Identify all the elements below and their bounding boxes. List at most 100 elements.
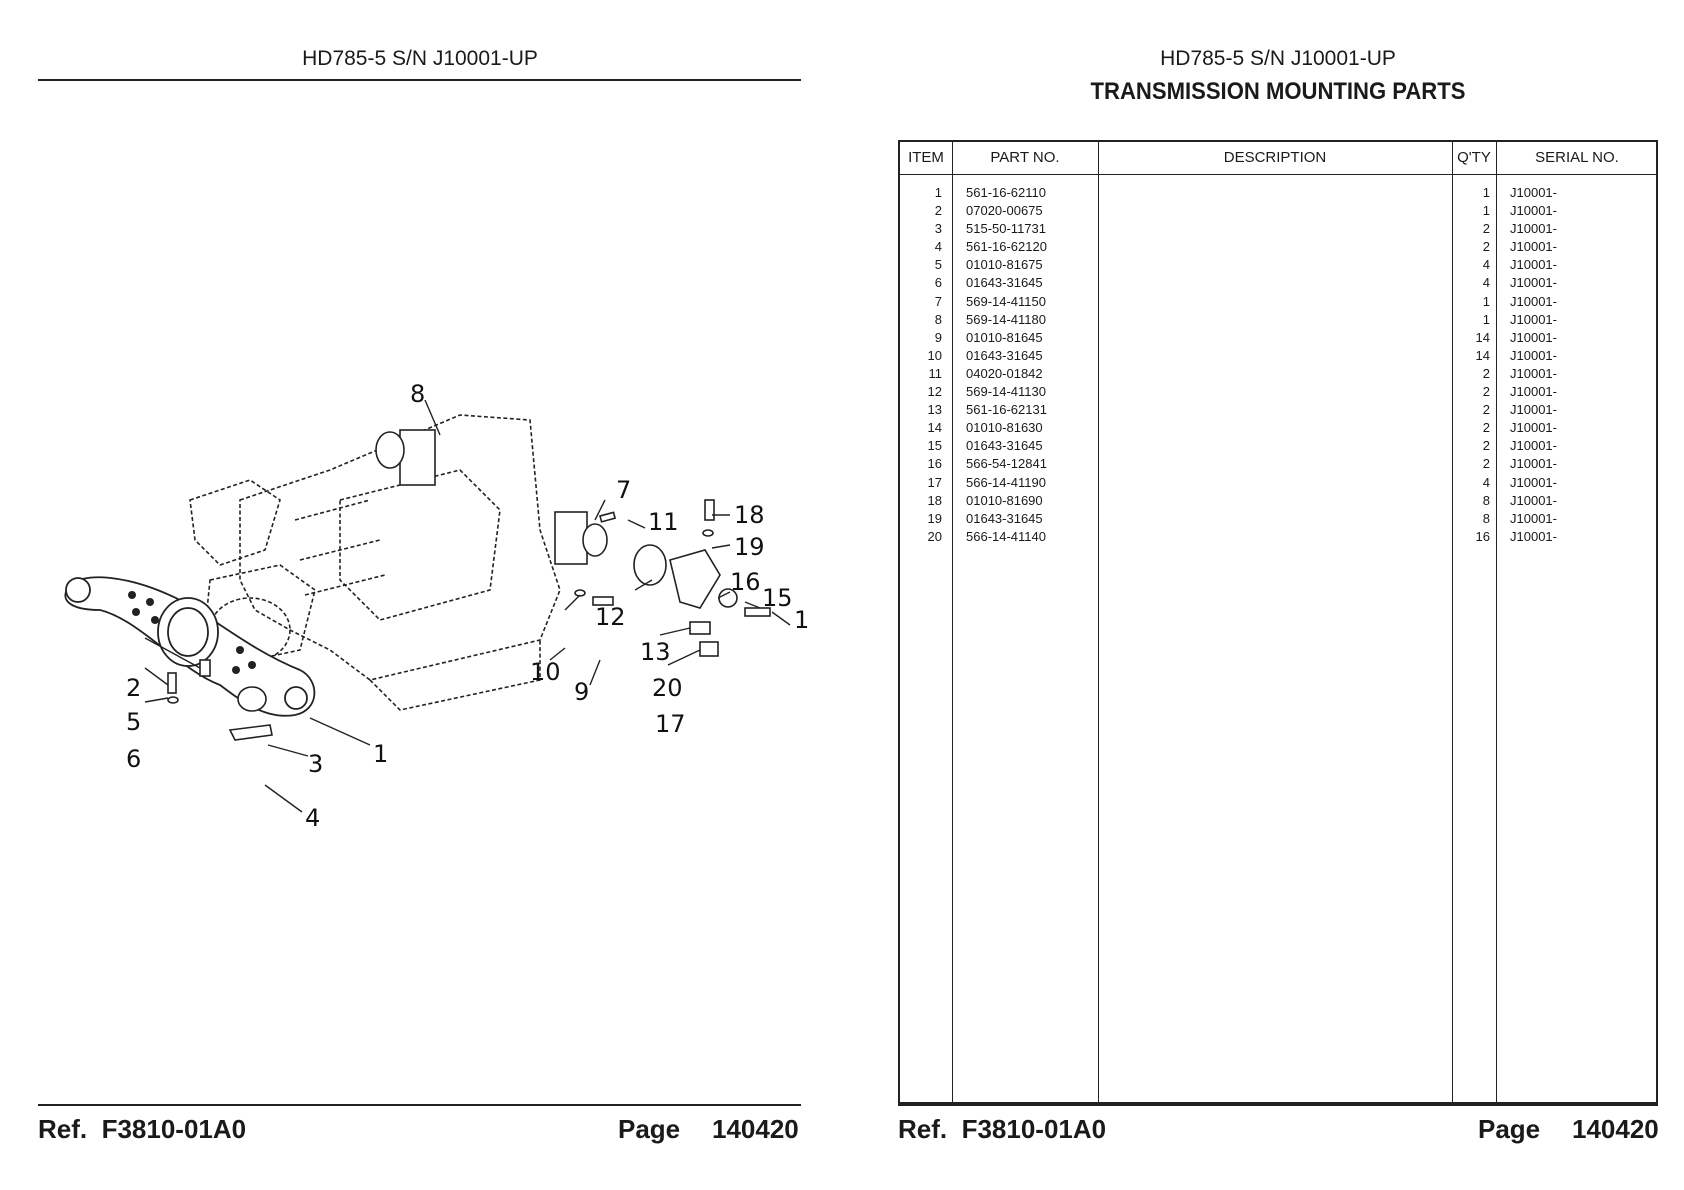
cell-qty: 1 (1482, 185, 1490, 200)
cell-part-no: 561-16-62131 (966, 402, 1047, 418)
callout-13: 13 (640, 638, 671, 666)
cell-serial-no: J10001- (1510, 510, 1557, 526)
cell-part-no: 01643-31645 (966, 347, 1043, 363)
right-footer-ref: Ref. F3810-01A0 (898, 1114, 1106, 1145)
cell-qty: 2 (1482, 456, 1490, 472)
right-ref-label: Ref. (898, 1114, 948, 1144)
cell-item: 15 (927, 438, 942, 454)
cell-item: 3 (934, 221, 942, 237)
cell-item: 8 (934, 311, 942, 327)
cell-part-no: 01010-81645 (966, 329, 1043, 345)
cell-serial-no: J10001- (1510, 203, 1557, 219)
cell-serial-no: J10001- (1510, 311, 1557, 327)
right-page-number: 140420 (1572, 1114, 1659, 1144)
cell-serial-no: J10001- (1510, 365, 1557, 381)
callout-3: 3 (308, 750, 323, 778)
cell-item: 2 (934, 203, 942, 219)
cell-item: 6 (934, 275, 942, 291)
cell-part-no: 561-16-62110 (966, 185, 1046, 200)
cell-item: 12 (927, 384, 942, 400)
right-ref-value: F3810-01A0 (961, 1114, 1107, 1144)
right-page-header: HD785-5 S/N J10001-UP (1160, 47, 1396, 70)
callout-8: 8 (410, 380, 425, 408)
cell-serial-no: J10001- (1510, 221, 1557, 237)
cell-item: 9 (934, 329, 942, 345)
cell-qty: 4 (1482, 275, 1490, 291)
cell-part-no: 569-14-41150 (966, 293, 1046, 309)
left-footer-page: Page (618, 1114, 680, 1145)
left-header-rule (38, 79, 801, 81)
cell-serial-no: J10001- (1510, 239, 1557, 255)
cell-serial-no: J10001- (1510, 456, 1557, 472)
cell-item: 4 (934, 239, 942, 255)
callout-17: 17 (655, 710, 686, 738)
callout-14: 14 (794, 606, 810, 634)
cell-qty: 2 (1482, 221, 1490, 237)
cell-serial-no: J10001- (1510, 293, 1557, 309)
cell-qty: 8 (1482, 510, 1490, 526)
left-footer-ref: Ref. F3810-01A0 (38, 1114, 246, 1145)
cell-serial-no: J10001- (1510, 420, 1557, 436)
callout-18: 18 (734, 501, 765, 529)
col-header-qty: Q'TY (1457, 149, 1491, 166)
cell-part-no: 01010-81675 (966, 257, 1043, 273)
cell-part-no: 515-50-11731 (966, 221, 1046, 237)
cell-serial-no: J10001- (1510, 384, 1557, 400)
cell-qty: 2 (1482, 365, 1490, 381)
cell-serial-no: J10001- (1510, 347, 1557, 363)
cell-item: 14 (927, 420, 942, 436)
callout-9: 9 (574, 678, 589, 706)
callout-16: 16 (730, 568, 761, 596)
col-header-serial-no: SERIAL NO. (1535, 149, 1619, 166)
page-title: TRANSMISSION MOUNTING PARTS (1090, 78, 1466, 105)
callout-20: 20 (652, 674, 683, 702)
cell-serial-no: J10001- (1510, 492, 1557, 508)
trunnion-beam (64, 576, 316, 717)
cell-item: 7 (934, 293, 942, 309)
cell-serial-no: J10001- (1510, 275, 1557, 291)
cell-qty: 2 (1482, 239, 1490, 255)
col-header-description: DESCRIPTION (1223, 149, 1327, 166)
cell-item: 17 (927, 474, 942, 490)
cell-item: 19 (927, 510, 942, 526)
right-footer-page: Page (1478, 1114, 1540, 1145)
callout-19: 19 (734, 533, 765, 561)
cell-item: 16 (927, 456, 942, 472)
cell-qty: 4 (1482, 257, 1490, 273)
left-ref-label: Ref. (38, 1114, 88, 1144)
left-page-number: 140420 (712, 1114, 799, 1144)
cell-qty: 2 (1482, 438, 1490, 454)
callout-12: 12 (595, 603, 626, 631)
cell-part-no: 566-54-12841 (966, 456, 1047, 472)
cell-item: 18 (927, 492, 942, 508)
cell-qty: 1 (1482, 311, 1490, 327)
callout-4: 4 (305, 804, 320, 832)
cell-qty: 2 (1482, 384, 1490, 400)
cell-qty: 2 (1482, 402, 1490, 418)
cell-part-no: 569-14-41130 (966, 384, 1046, 400)
cell-qty: 8 (1482, 492, 1490, 508)
cell-part-no: 561-16-62120 (966, 239, 1047, 255)
cell-item: 13 (927, 402, 942, 418)
cell-serial-no: J10001- (1510, 438, 1557, 454)
cell-item: 1 (934, 185, 942, 200)
exploded-parts-diagram: 8 7 11 18 19 16 15 14 12 13 20 17 10 9 1… (64, 380, 810, 832)
cell-part-no: 01010-81690 (966, 492, 1043, 508)
cell-item: 11 (928, 365, 943, 381)
cell-part-no: 07020-00675 (966, 203, 1043, 219)
